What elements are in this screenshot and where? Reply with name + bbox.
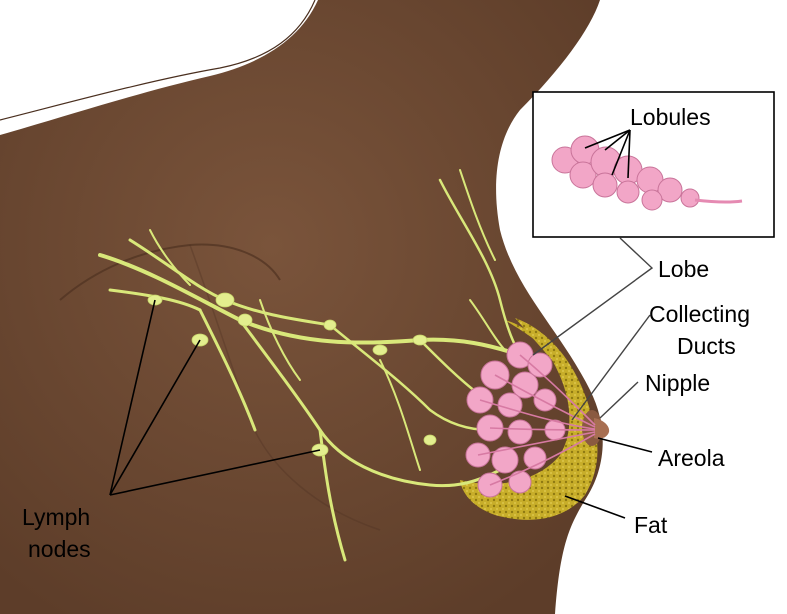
torso-silhouette [0,0,603,614]
lymph-nodes-label-line2: nodes [28,536,91,562]
lobules-label: Lobules [630,104,711,130]
collecting-ducts-leader [572,315,650,420]
nipple [594,418,609,439]
nipple-leader [600,382,638,418]
lobules-inset: Lobules [533,92,774,237]
areola-leader [598,438,652,452]
nipple-label: Nipple [645,370,710,396]
collecting-ducts-label-line1: Collecting [649,301,750,327]
fat-label: Fat [634,512,668,538]
lobe-label: Lobe [658,256,709,282]
collecting-ducts-label-line2: Ducts [677,333,736,359]
lymph-nodes-label-line1: Lymph [22,504,90,530]
areola-label: Areola [658,445,725,471]
